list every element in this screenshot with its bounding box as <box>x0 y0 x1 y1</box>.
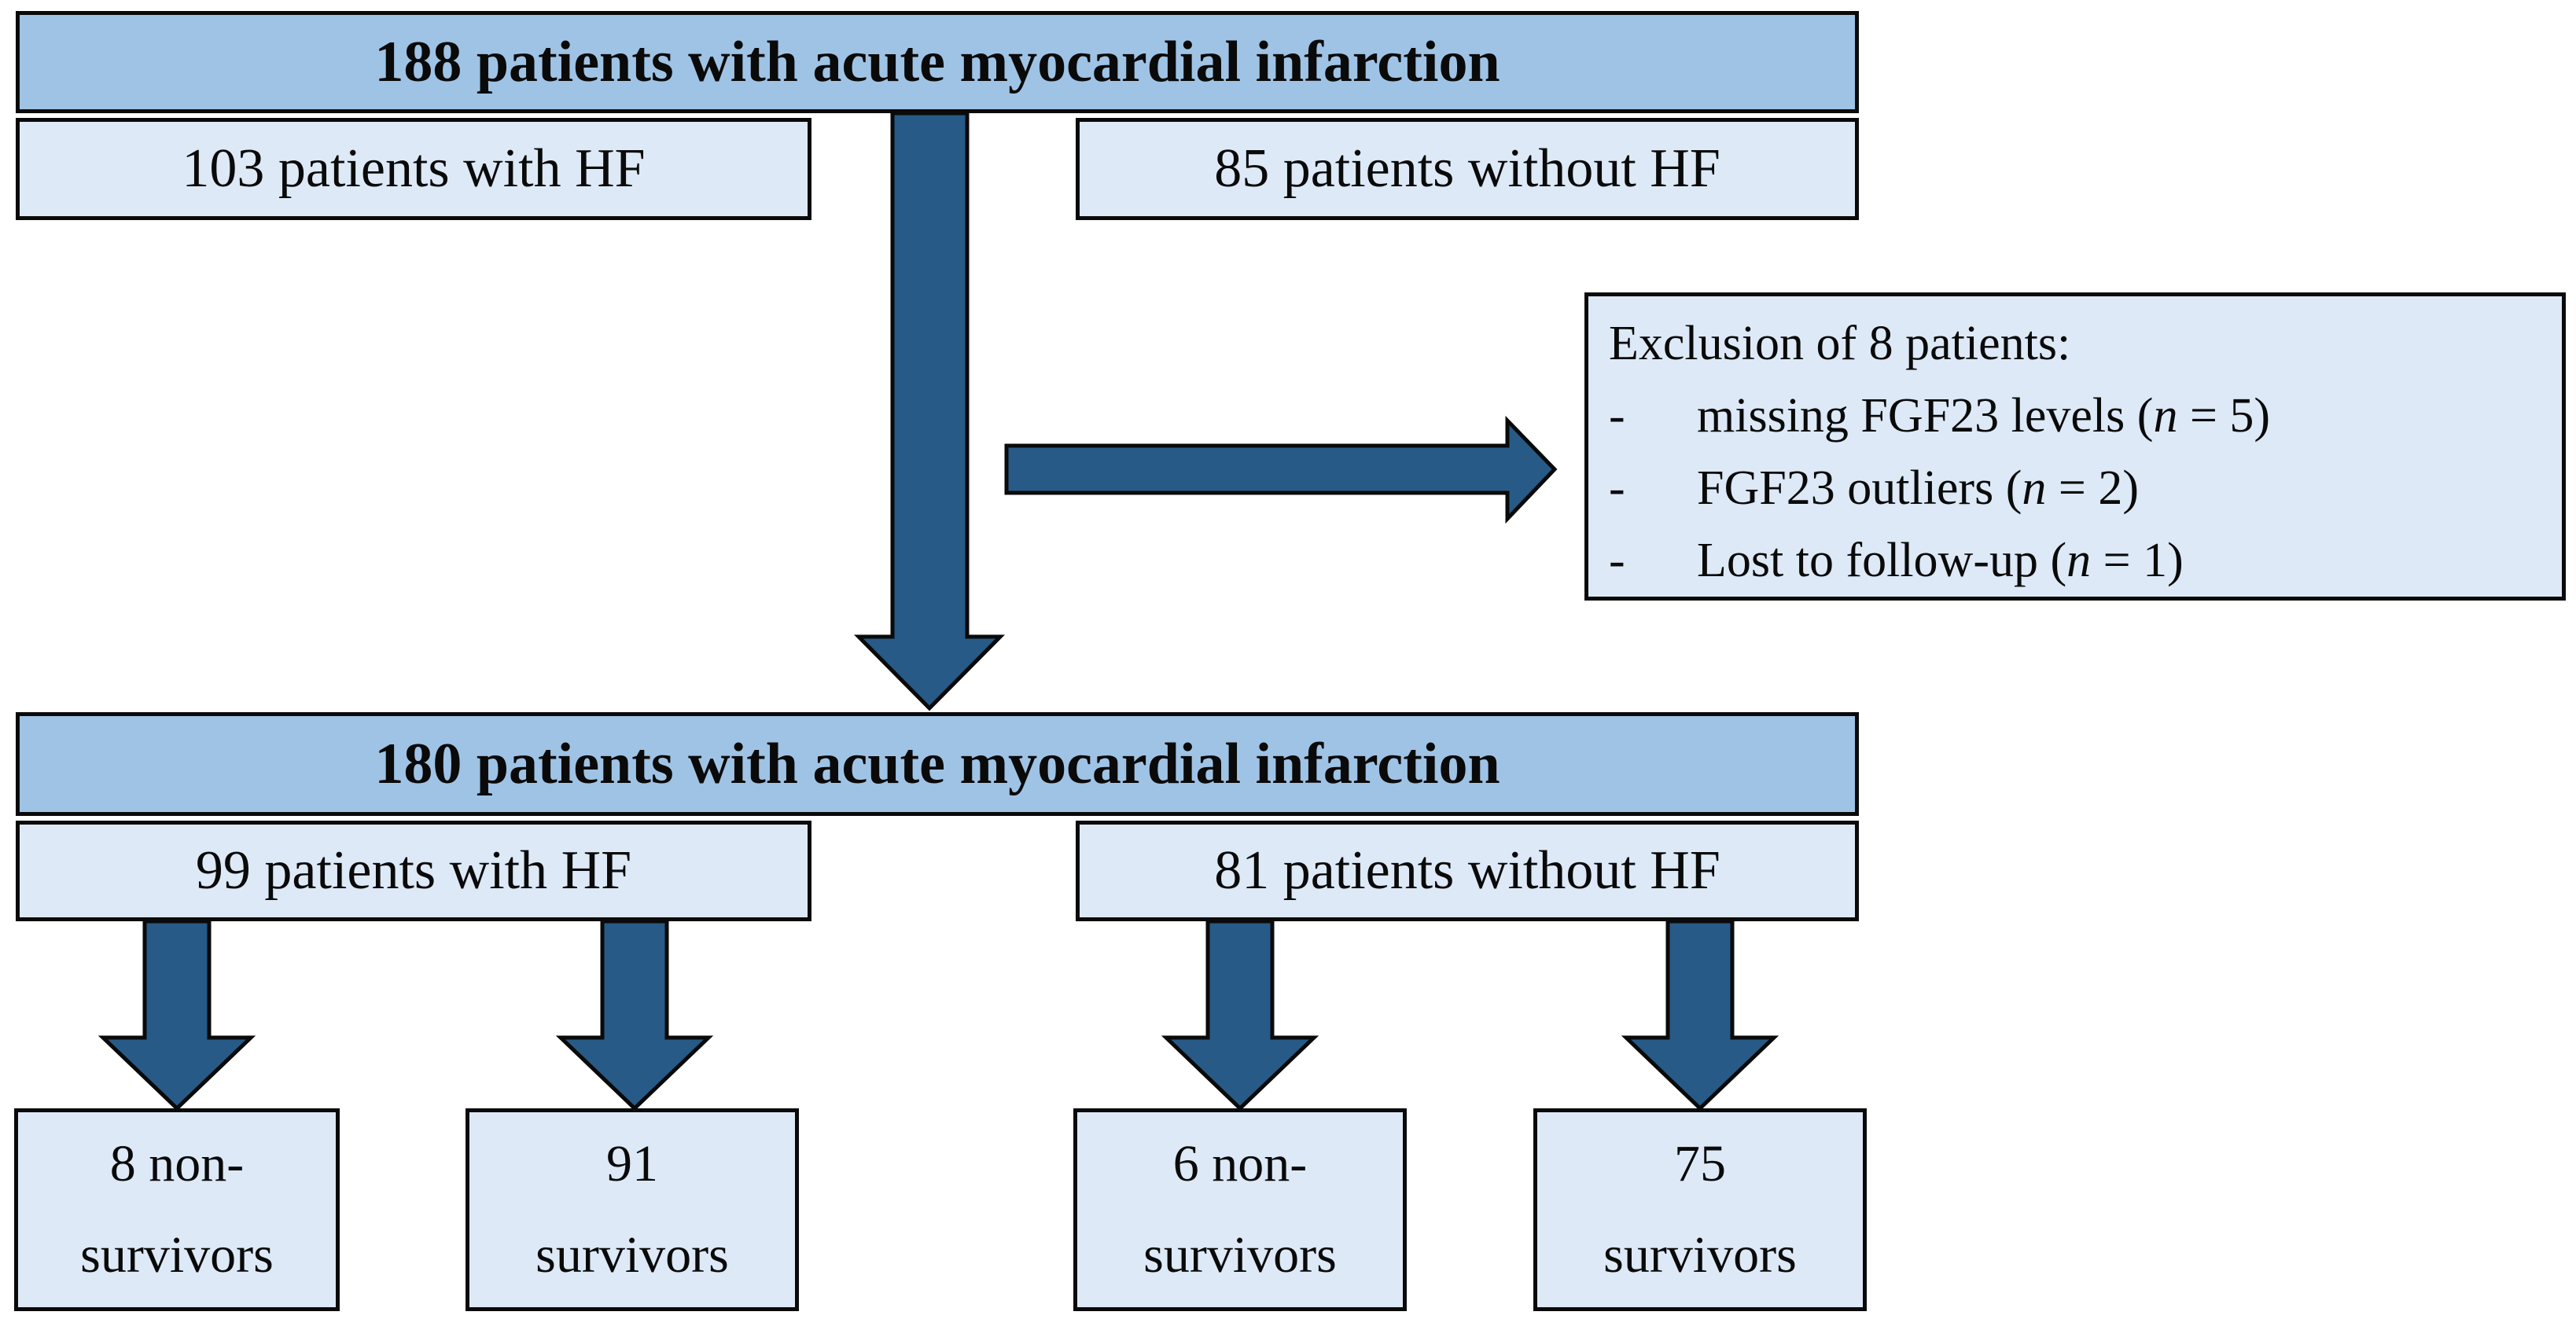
stage1-hf-label: 103 patients with HF <box>182 138 646 199</box>
outcome-line2: survivors <box>80 1226 274 1284</box>
stage1-no-hf-label: 85 patients without HF <box>1214 138 1720 199</box>
stage1-total-box: 188 patients with acute myocardial infar… <box>16 11 1859 113</box>
stage1-no-hf-box: 85 patients without HF <box>1076 118 1859 220</box>
stage2-hf-box: 99 patients with HF <box>16 821 811 921</box>
arrow-down-outcome-3 <box>1161 919 1319 1111</box>
arrow-right-exclusion <box>1004 415 1558 524</box>
exclusion-item-text: FGF23 outliers (n = 2) <box>1697 461 2139 515</box>
outcome-line1: 8 non- <box>109 1135 245 1192</box>
stage2-no-hf-box: 81 patients without HF <box>1076 821 1859 921</box>
outcome-line1: 75 <box>1674 1135 1726 1192</box>
arrow-down-main <box>854 111 1005 711</box>
exclusion-item-text: Lost to follow-up (n = 1) <box>1697 534 2184 587</box>
outcome-box-hf-nonsurvivors: 8 non- survivors <box>14 1108 340 1311</box>
stage2-hf-label: 99 patients with HF <box>195 840 632 901</box>
exclusion-bullet: - <box>1609 389 1625 443</box>
outcome-box-nohf-nonsurvivors: 6 non- survivors <box>1073 1108 1407 1311</box>
outcome-line1: 6 non- <box>1172 1135 1308 1192</box>
exclusion-item: - missing FGF23 levels (n = 5) <box>1609 380 2541 452</box>
exclusion-bullet: - <box>1609 534 1625 587</box>
stage1-title: 188 patients with acute myocardial infar… <box>374 29 1500 94</box>
stage1-hf-box: 103 patients with HF <box>16 118 811 220</box>
exclusion-title: Exclusion of 8 patients: <box>1609 317 2071 370</box>
outcome-line2: survivors <box>1143 1226 1337 1284</box>
outcome-box-hf-survivors: 91 survivors <box>466 1108 799 1311</box>
stage2-no-hf-label: 81 patients without HF <box>1214 840 1720 901</box>
stage2-total-box: 180 patients with acute myocardial infar… <box>16 712 1859 816</box>
arrow-down-outcome-2 <box>555 919 714 1111</box>
exclusion-item: - FGF23 outliers (n = 2) <box>1609 452 2541 524</box>
exclusion-bullet: - <box>1609 461 1625 515</box>
outcome-line1: 91 <box>606 1135 658 1192</box>
exclusion-item-text: missing FGF23 levels (n = 5) <box>1697 389 2271 443</box>
exclusion-item: - Lost to follow-up (n = 1) <box>1609 524 2541 597</box>
outcome-box-nohf-survivors: 75 survivors <box>1533 1108 1867 1311</box>
outcome-line2: survivors <box>535 1226 729 1284</box>
arrow-down-outcome-4 <box>1621 919 1779 1111</box>
exclusion-box: Exclusion of 8 patients: - missing FGF23… <box>1584 292 2566 601</box>
stage2-title: 180 patients with acute myocardial infar… <box>374 731 1500 796</box>
arrow-down-outcome-1 <box>98 919 256 1111</box>
outcome-line2: survivors <box>1603 1226 1797 1284</box>
